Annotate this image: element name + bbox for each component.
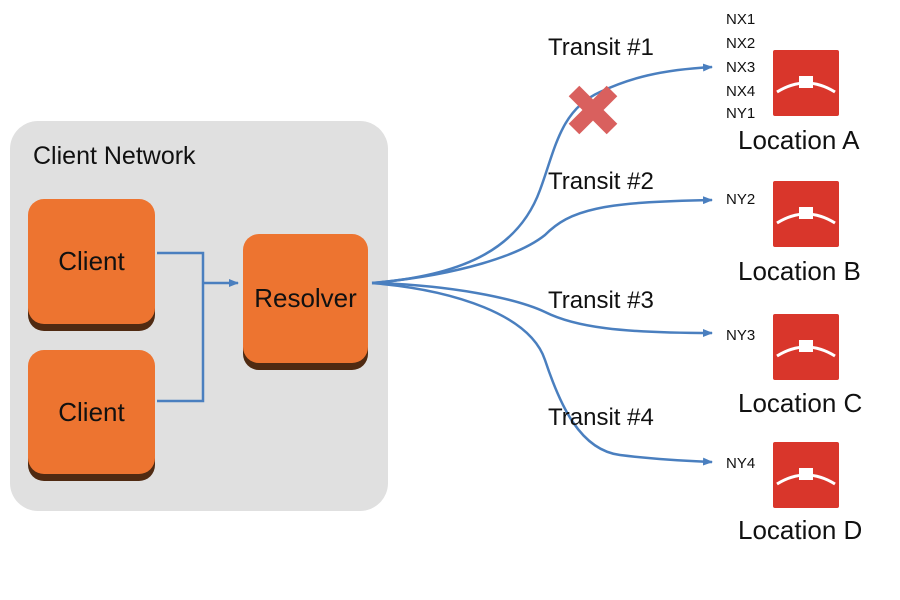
location-c-label: Location C bbox=[738, 388, 863, 418]
location-b-label: Location B bbox=[738, 256, 861, 286]
datacenter-logo-icon-c bbox=[773, 314, 839, 380]
transit-3-path bbox=[371, 281, 713, 337]
resolver-node: Resolver bbox=[243, 234, 368, 363]
pop-label-a-2: NX2 bbox=[726, 35, 756, 52]
pop-label-d-1: NY4 bbox=[726, 455, 756, 472]
pop-label-a-1: NX1 bbox=[726, 11, 756, 28]
pop-label-a-3: NX3 bbox=[726, 59, 756, 76]
transit-4-label: Transit #4 bbox=[548, 404, 654, 431]
client-2-connector bbox=[157, 283, 205, 403]
client-node-1-label: Client bbox=[58, 246, 125, 276]
transit-2-label: Transit #2 bbox=[548, 168, 654, 195]
transit-4-path bbox=[371, 281, 713, 466]
client-node-2: Client bbox=[28, 350, 155, 474]
transit-1-label: Transit #1 bbox=[548, 34, 654, 61]
location-a-label: Location A bbox=[738, 125, 860, 155]
transit-2-path bbox=[371, 196, 713, 285]
client-node-1: Client bbox=[28, 199, 155, 324]
client-network-label: Client Network bbox=[33, 142, 196, 170]
pop-label-c-1: NY3 bbox=[726, 327, 756, 344]
datacenter-logo-icon-b bbox=[773, 181, 839, 247]
pop-label-a-4: NX4 bbox=[726, 83, 756, 100]
pop-label-a-5: NY1 bbox=[726, 105, 756, 122]
client-node-2-label: Client bbox=[58, 396, 125, 427]
transit-3-label: Transit #3 bbox=[548, 287, 654, 314]
blocked-x-icon bbox=[568, 85, 618, 135]
client-1-connector bbox=[157, 251, 205, 283]
transit-1-path bbox=[371, 63, 713, 285]
location-d-label: Location D bbox=[738, 515, 863, 545]
datacenter-logo-icon-a bbox=[773, 50, 839, 116]
datacenter-logo-icon-d bbox=[773, 442, 839, 508]
pop-label-b-1: NY2 bbox=[726, 191, 756, 208]
resolver-node-label: Resolver bbox=[254, 283, 357, 313]
